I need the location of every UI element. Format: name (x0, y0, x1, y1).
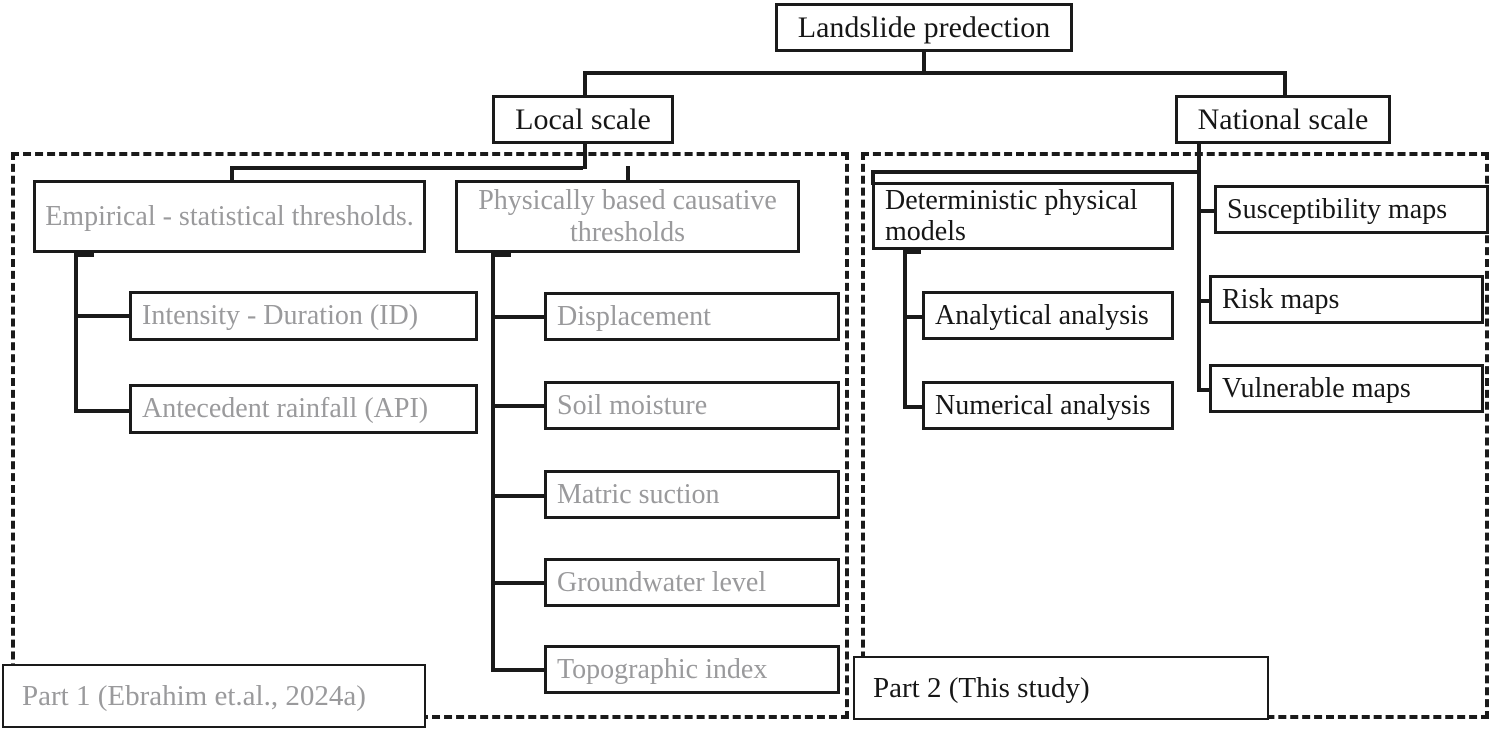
connector-to-deterministic (871, 170, 875, 185)
connector-physical-child-5 (491, 668, 546, 672)
connector-root-bus (583, 71, 1286, 75)
node-groundwater-level[interactable]: Groundwater level (544, 558, 840, 607)
node-label: Antecedent rainfall (API) (142, 393, 429, 425)
connector-to-local-scale (583, 71, 587, 96)
node-label: Deterministic physical models (885, 184, 1138, 247)
connector-local-bus (230, 166, 583, 170)
node-empirical-statistical-thresholds[interactable]: Empirical - statistical thresholds. (33, 180, 426, 253)
node-label: Displacement (557, 300, 711, 332)
node-susceptibility-maps[interactable]: Susceptibility maps (1214, 185, 1489, 234)
node-displacement[interactable]: Displacement (544, 292, 840, 341)
node-physically-based-causative-thresholds[interactable]: Physically based causative thresholds (455, 180, 800, 253)
group-label-text: Part 1 (Ebrahim et.al., 2024a) (22, 679, 366, 712)
node-label: Analytical analysis (935, 299, 1149, 331)
connector-root-stub (922, 49, 926, 74)
node-label: Numerical analysis (935, 389, 1151, 421)
node-label: Physically based causative thresholds (478, 185, 777, 248)
node-label: Susceptibility maps (1227, 193, 1448, 225)
connector-empirical-child-2 (74, 409, 132, 413)
connector-physical-trunk-top (491, 253, 511, 257)
node-label: Soil moisture (557, 389, 708, 421)
node-deterministic-physical-models[interactable]: Deterministic physical models (872, 182, 1174, 250)
group-label-text: Part 2 (This study) (873, 671, 1090, 704)
connector-deterministic-child-1 (903, 315, 925, 319)
node-numerical-analysis[interactable]: Numerical analysis (922, 381, 1174, 430)
node-intensity-duration[interactable]: Intensity - Duration (ID) (129, 291, 478, 341)
node-antecedent-rainfall[interactable]: Antecedent rainfall (API) (129, 384, 478, 434)
connector-physical-trunk (491, 253, 495, 672)
connector-local-scale-stub (583, 143, 587, 169)
group-label-part2[interactable]: Part 2 (This study) (853, 656, 1269, 720)
node-local-scale[interactable]: Local scale (492, 95, 674, 144)
connector-to-empirical (230, 166, 234, 181)
node-label: Landslide predection (797, 10, 1051, 44)
connector-deterministic-trunk (903, 250, 907, 408)
node-label: Vulnerable maps (1222, 372, 1411, 404)
node-landslide-prediction[interactable]: Landslide predection (775, 3, 1073, 52)
connector-physical-child-3 (491, 494, 546, 498)
connector-physical-child-4 (491, 581, 546, 585)
node-analytical-analysis[interactable]: Analytical analysis (922, 291, 1174, 340)
connector-physical-child-1 (491, 315, 546, 319)
node-label: Empirical - statistical thresholds. (45, 200, 414, 232)
node-label: Risk maps (1222, 283, 1340, 315)
connector-maps-child-3 (1197, 388, 1217, 392)
node-topographic-index[interactable]: Topographic index (544, 645, 840, 694)
node-label: Matric suction (557, 478, 720, 510)
connector-empirical-trunk (74, 253, 78, 413)
node-label: Local scale (515, 102, 651, 136)
node-risk-maps[interactable]: Risk maps (1209, 275, 1484, 324)
connector-deterministic-child-2 (903, 405, 925, 409)
connector-empirical-child-1 (74, 314, 132, 318)
node-label: Groundwater level (557, 566, 767, 598)
node-matric-suction[interactable]: Matric suction (544, 470, 840, 519)
connector-national-bus (871, 170, 1201, 174)
connector-maps-child-2 (1197, 299, 1217, 303)
connector-empirical-trunk-top (74, 253, 94, 257)
connector-to-national-scale (1283, 71, 1287, 96)
connector-maps-child-1 (1197, 209, 1217, 213)
node-label: National scale (1197, 102, 1369, 136)
connector-deterministic-trunk-top (903, 250, 921, 254)
node-soil-moisture[interactable]: Soil moisture (544, 381, 840, 430)
group-label-part1[interactable]: Part 1 (Ebrahim et.al., 2024a) (2, 664, 426, 728)
connector-physical-child-2 (491, 404, 546, 408)
connector-national-scale-stub (1197, 142, 1201, 390)
node-label: Topographic index (557, 653, 768, 685)
node-vulnerable-maps[interactable]: Vulnerable maps (1209, 364, 1484, 413)
node-national-scale[interactable]: National scale (1175, 95, 1391, 144)
connector-to-physically-based (626, 166, 630, 181)
node-label: Intensity - Duration (ID) (142, 300, 419, 332)
